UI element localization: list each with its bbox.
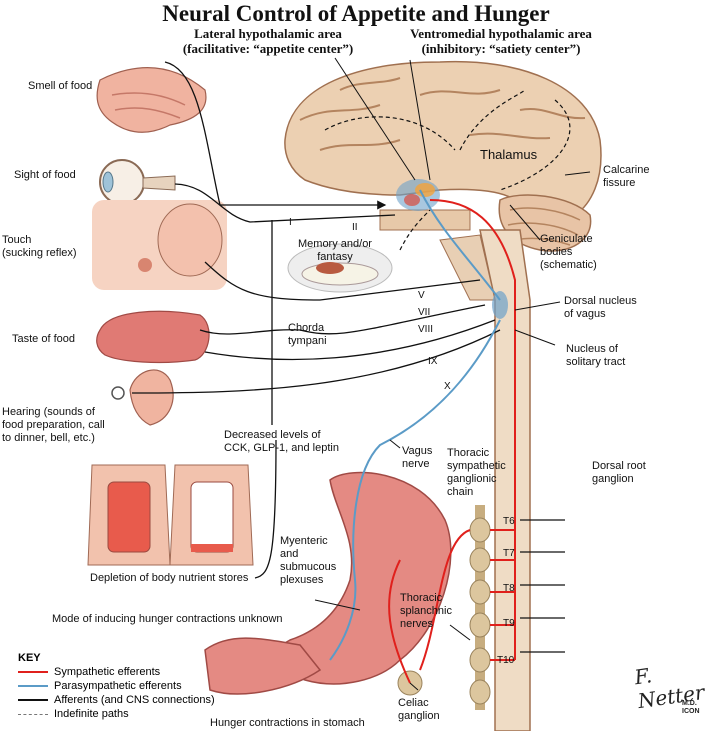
label-hearing: Hearing (sounds of food preparation, cal…	[2, 406, 105, 444]
legend-swatch-indefinite	[18, 713, 48, 715]
nursing-drawing	[92, 200, 227, 290]
ventromedial-hypothalamic-header: Ventromedial hypothalamic area (inhibito…	[410, 26, 592, 56]
label-mode: Mode of inducing hunger contractions unk…	[52, 613, 283, 625]
lateral-hypothalamic-header: Lateral hypothalamic area (facilitative:…	[182, 26, 354, 56]
legend-label-sympathetic: Sympathetic efferents	[54, 666, 161, 678]
indefinite-paths	[324, 89, 571, 251]
label-touch: Touch (sucking reflex)	[2, 234, 77, 259]
artist-signature-sub: M.D. ICON	[682, 700, 700, 715]
label-decreased: Decreased levels of CCK, GLP-1, and lept…	[224, 429, 339, 454]
cranial-nerve-2: II	[352, 222, 358, 233]
label-solitary: Nucleus of solitary tract	[566, 343, 626, 368]
legend-swatch-parasympathetic	[18, 685, 48, 687]
cranial-nerve-7: VII	[418, 307, 431, 318]
ear-drawing	[111, 369, 174, 426]
label-depletion: Depletion of body nutrient stores	[90, 572, 249, 584]
brain-drawing	[284, 60, 602, 252]
thoracic-level-t10: T10	[497, 655, 515, 666]
thoracic-level-t8: T8	[503, 583, 515, 594]
label-calcarine: Calcarine fissure	[603, 164, 650, 189]
legend-swatch-afferents	[18, 699, 48, 701]
cranial-nerve-9: IX	[428, 356, 438, 367]
label-splanchnic: Thoracic splanchnic nerves	[400, 592, 452, 630]
label-myenteric: Myenteric and submucous plexuses	[280, 535, 337, 586]
label-thalamus: Thalamus	[480, 147, 538, 162]
legend-label-indefinite: Indefinite paths	[54, 708, 129, 720]
thoracic-level-t9: T9	[503, 618, 515, 629]
label-geniculate: Geniculate bodies (schematic)	[540, 233, 597, 271]
legend-title: KEY	[18, 652, 41, 664]
thoracic-level-t6: T6	[503, 516, 515, 527]
artist-signature: F. Netter	[633, 663, 706, 714]
legend: KEY Sympathetic efferents Parasympatheti…	[18, 652, 215, 721]
label-chorda: Chorda tympani	[288, 322, 327, 347]
sympathetic-paths	[388, 199, 516, 684]
cranial-nerve-5: V	[418, 290, 425, 301]
diagram-title: Neural Control of Appetite and Hunger	[162, 1, 550, 26]
afferent-paths	[131, 61, 565, 653]
label-hunger: Hunger contractions in stomach	[210, 717, 365, 729]
thoracic-level-t7: T7	[503, 548, 515, 559]
legend-label-parasympathetic: Parasympathetic efferents	[54, 680, 182, 692]
legend-label-afferents: Afferents (and CNS connections)	[54, 694, 215, 706]
cranial-nerve-8: VIII	[418, 324, 434, 335]
label-sight: Sight of food	[14, 169, 76, 181]
parasympathetic-paths	[329, 189, 501, 661]
nose-drawing	[96, 67, 207, 133]
label-celiac: Celiac ganglion	[398, 697, 440, 722]
cranial-nerve-10: X	[444, 381, 451, 392]
label-thoracic-chain: Thoracic sympathetic ganglionic chain	[447, 447, 506, 498]
label-memory: Memory and/or fantasy	[298, 238, 372, 263]
leader-lines	[314, 57, 591, 691]
legend-item-parasympathetic: Parasympathetic efferents	[18, 679, 215, 693]
legend-item-afferents: Afferents (and CNS connections)	[18, 693, 215, 707]
spinal-cord-drawing	[439, 229, 531, 731]
label-vagus: Vagus nerve	[402, 445, 433, 470]
eye-drawing	[99, 159, 176, 205]
torsos-drawing	[87, 464, 254, 566]
label-smell: Smell of food	[28, 80, 93, 92]
label-dorsal-vagus: Dorsal nucleus of vagus	[564, 295, 637, 320]
cranial-nerve-1: I	[289, 217, 292, 228]
legend-swatch-sympathetic	[18, 671, 48, 673]
stomach-drawing	[204, 471, 452, 695]
tongue-drawing	[96, 310, 210, 364]
food-cloud-drawing	[287, 243, 393, 293]
legend-item-indefinite: Indefinite paths	[18, 707, 215, 721]
legend-item-sympathetic: Sympathetic efferents	[18, 665, 215, 679]
label-dorsal-root: Dorsal root ganglion	[592, 460, 646, 485]
label-taste: Taste of food	[12, 333, 75, 345]
